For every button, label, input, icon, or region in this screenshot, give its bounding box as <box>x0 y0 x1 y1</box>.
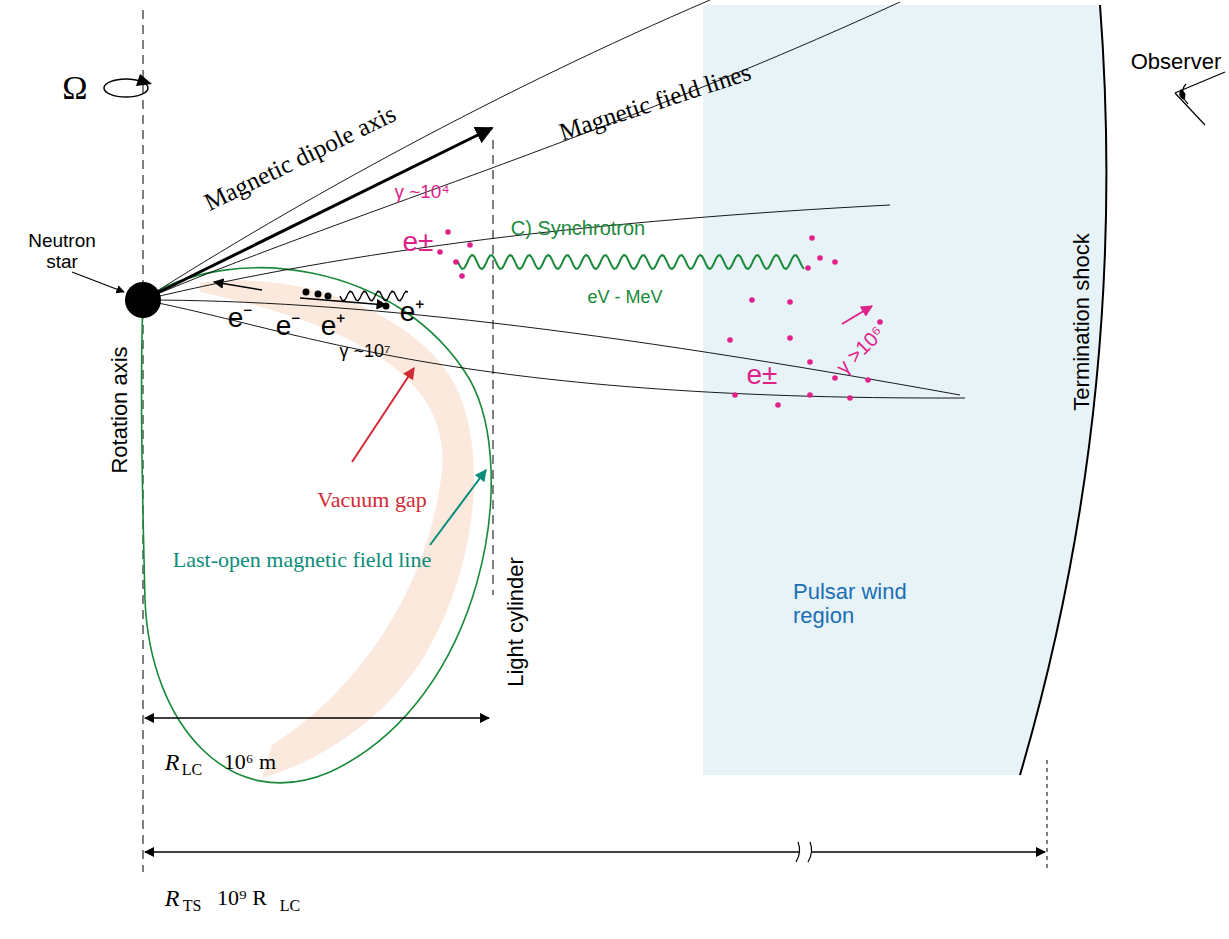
axis-label: Magnetic dipole axis <box>200 100 401 217</box>
rotation-symbol: Ω <box>62 69 87 106</box>
lorentz-factor: γ ~10⁷ <box>339 342 390 362</box>
region-fill <box>703 5 1133 777</box>
boundary-label: Termination shock <box>1070 233 1094 410</box>
electron-label: e⁻ <box>276 311 301 342</box>
dimension-symbol: R <box>165 885 180 911</box>
dimension-value: 10⁶ m <box>224 750 276 774</box>
electron-label: e⁻ <box>228 303 253 334</box>
positron-label: e⁺ <box>321 311 346 342</box>
positron-label: e⁺ <box>400 297 425 328</box>
pulsar-wind-region: Pulsar wind region <box>703 5 1133 777</box>
observer-label: Observer <box>1131 50 1221 74</box>
line-label: Last-open magnetic field line <box>173 548 431 572</box>
pair-label: e± <box>747 360 778 391</box>
dimension-value: 10⁹ R <box>217 886 267 910</box>
pair-label: e± <box>403 227 434 258</box>
axis-label: Rotation axis <box>108 346 132 473</box>
lorentz-factor: γ ~10⁴ <box>394 182 449 203</box>
process-label: C) Synchrotron <box>511 217 646 239</box>
dimension-subscript: TS <box>183 897 202 915</box>
region-title: Pulsar wind region <box>793 580 943 628</box>
dimension-subscript: LC <box>182 761 202 779</box>
dimension-symbol: R <box>165 749 180 775</box>
star-label: Neutron star <box>17 231 107 273</box>
dimension-subscript: LC <box>280 897 300 915</box>
boundary-label: Light cylinder <box>504 557 528 687</box>
energy-range: eV - MeV <box>587 288 662 308</box>
region-label: Vacuum gap <box>317 488 426 512</box>
